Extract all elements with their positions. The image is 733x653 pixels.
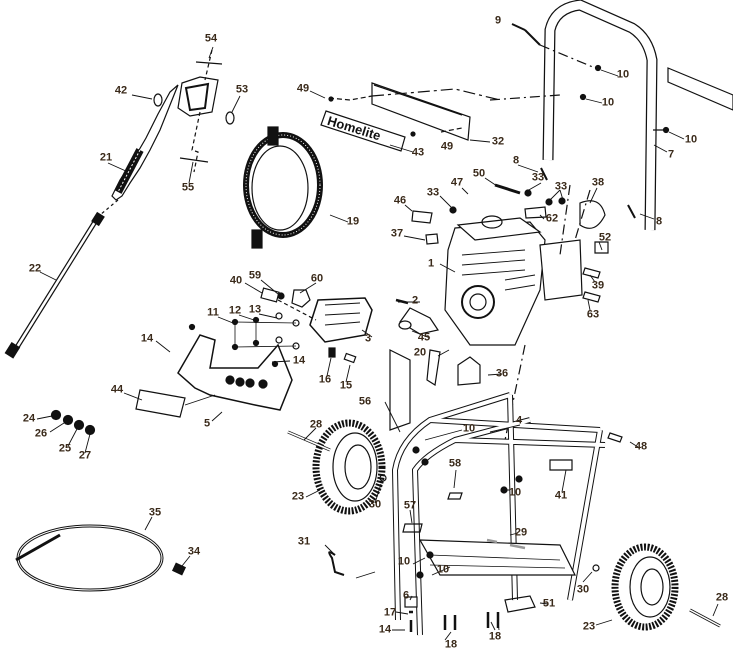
part-label-53: 53 bbox=[235, 83, 249, 96]
part-label-33: 33 bbox=[426, 186, 440, 199]
part-label-23: 23 bbox=[291, 490, 305, 503]
part-label-18: 18 bbox=[444, 638, 458, 651]
part-label-18: 18 bbox=[488, 630, 502, 643]
part-label-15: 15 bbox=[339, 379, 353, 392]
part-label-63: 63 bbox=[586, 308, 600, 321]
part-label-13: 13 bbox=[248, 303, 262, 316]
part-label-8: 8 bbox=[512, 154, 520, 167]
part-label-55: 55 bbox=[181, 181, 195, 194]
part-label-44: 44 bbox=[110, 383, 124, 396]
part-label-10: 10 bbox=[616, 68, 630, 81]
wheel-left bbox=[287, 419, 387, 515]
part-label-50: 50 bbox=[472, 167, 486, 180]
part-label-33: 33 bbox=[554, 180, 568, 193]
part-label-49: 49 bbox=[296, 82, 310, 95]
part-label-22: 22 bbox=[28, 262, 42, 275]
part-label-45: 45 bbox=[417, 331, 431, 344]
part-label-10: 10 bbox=[397, 555, 411, 568]
part-label-30: 30 bbox=[576, 583, 590, 596]
frame bbox=[324, 349, 639, 641]
part-label-38: 38 bbox=[591, 176, 605, 189]
part-label-4: 4 bbox=[515, 414, 523, 427]
part-label-62: 62 bbox=[545, 212, 559, 225]
spray-nozzles bbox=[36, 409, 96, 454]
part-label-42: 42 bbox=[114, 84, 128, 97]
part-label-10: 10 bbox=[508, 486, 522, 499]
part-label-10: 10 bbox=[462, 422, 476, 435]
part-label-47: 47 bbox=[450, 176, 464, 189]
part-label-9: 9 bbox=[494, 14, 502, 27]
part-label-37: 37 bbox=[390, 227, 404, 240]
part-label-54: 54 bbox=[204, 32, 218, 45]
washer-54 bbox=[195, 61, 223, 65]
part-label-24: 24 bbox=[22, 412, 36, 425]
part-label-19: 19 bbox=[346, 215, 360, 228]
spray-gun bbox=[107, 46, 241, 201]
part-label-7: 7 bbox=[667, 148, 675, 161]
part-label-17: 17 bbox=[383, 606, 397, 619]
part-label-11: 11 bbox=[207, 306, 219, 319]
part-label-32: 32 bbox=[491, 135, 505, 148]
part-label-8: 8 bbox=[655, 215, 663, 228]
wheel-right bbox=[582, 543, 721, 631]
part-label-21: 21 bbox=[99, 151, 113, 164]
part-label-5: 5 bbox=[203, 417, 211, 430]
part-label-60: 60 bbox=[310, 272, 324, 285]
part-label-14: 14 bbox=[140, 332, 154, 345]
part-label-23: 23 bbox=[582, 620, 596, 633]
part-label-6: 6 bbox=[402, 589, 410, 602]
part-label-52: 52 bbox=[598, 231, 612, 244]
part-label-20: 20 bbox=[413, 346, 427, 359]
washer-55 bbox=[179, 157, 209, 163]
part-label-25: 25 bbox=[58, 442, 72, 455]
part-label-16: 16 bbox=[318, 373, 332, 386]
engine bbox=[395, 184, 591, 441]
part-label-39: 39 bbox=[591, 279, 605, 292]
part-label-35: 35 bbox=[148, 506, 162, 519]
part-label-29: 29 bbox=[514, 526, 528, 539]
part-label-40: 40 bbox=[229, 274, 243, 287]
engine-decals bbox=[403, 164, 655, 311]
high-pressure-hose bbox=[243, 126, 349, 249]
part-label-14: 14 bbox=[378, 623, 392, 636]
part-label-58: 58 bbox=[448, 457, 462, 470]
part-label-27: 27 bbox=[78, 449, 92, 462]
part-label-34: 34 bbox=[187, 545, 201, 558]
part-label-26: 26 bbox=[34, 427, 48, 440]
part-label-36: 36 bbox=[495, 367, 509, 380]
part-label-59: 59 bbox=[248, 269, 262, 282]
panel-and-decal bbox=[309, 82, 501, 153]
part-label-12: 12 bbox=[228, 304, 242, 317]
detergent-siphon-hose bbox=[15, 516, 191, 592]
part-label-10: 10 bbox=[601, 96, 615, 109]
part-label-28: 28 bbox=[715, 591, 729, 604]
part-label-48: 48 bbox=[634, 440, 648, 453]
handle bbox=[489, 0, 733, 231]
o-ring-42 bbox=[153, 93, 163, 107]
pump-base bbox=[123, 323, 293, 422]
part-label-10: 10 bbox=[684, 133, 698, 146]
part-label-41: 41 bbox=[554, 489, 568, 502]
mounting-bolts bbox=[217, 312, 300, 351]
part-label-46: 46 bbox=[393, 194, 407, 207]
part-label-3: 3 bbox=[364, 332, 372, 345]
part-label-49: 49 bbox=[440, 140, 454, 153]
part-label-33: 33 bbox=[531, 171, 545, 184]
part-label-2: 2 bbox=[411, 294, 419, 307]
part-label-51: 51 bbox=[542, 597, 556, 610]
part-label-14: 14 bbox=[292, 354, 306, 367]
o-ring-53 bbox=[225, 111, 235, 125]
spray-wand bbox=[4, 199, 119, 359]
pump bbox=[244, 279, 373, 383]
part-label-28: 28 bbox=[309, 418, 323, 431]
part-label-43: 43 bbox=[411, 146, 425, 159]
part-label-57: 57 bbox=[403, 499, 417, 512]
part-label-10: 10 bbox=[436, 563, 450, 576]
part-label-30: 30 bbox=[368, 498, 382, 511]
part-label-1: 1 bbox=[427, 257, 435, 270]
part-label-56: 56 bbox=[358, 395, 372, 408]
part-label-31: 31 bbox=[297, 535, 311, 548]
